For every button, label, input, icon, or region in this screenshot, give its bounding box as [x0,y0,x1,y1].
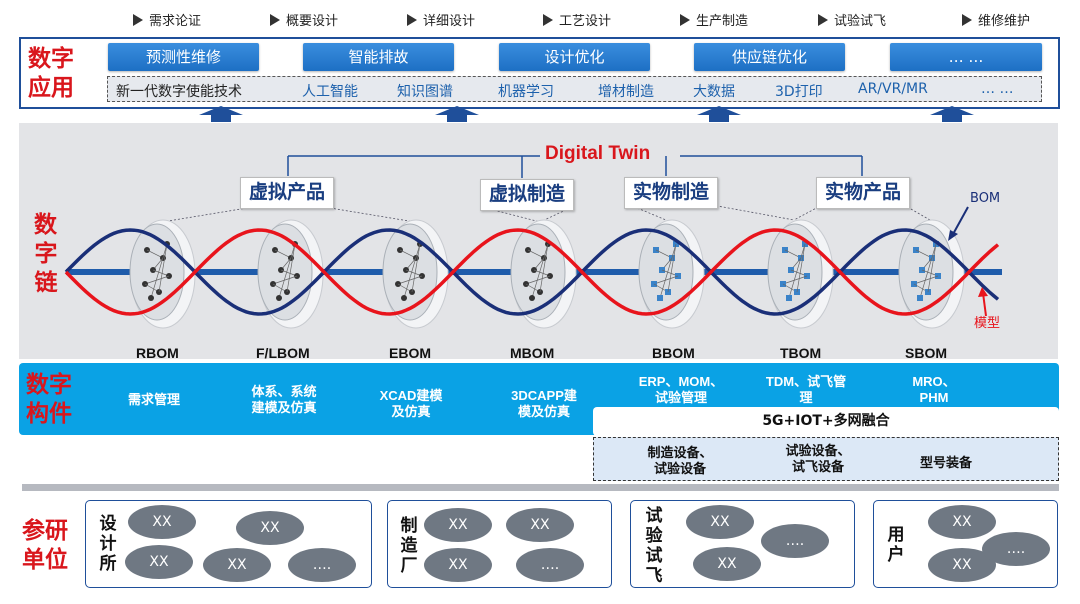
research-units-label: 参研 单位 [22,517,68,572]
up-arrow-icon [199,106,243,122]
tech-item: 3D打印 [775,84,823,100]
app-design-optimization[interactable]: 设计优化 [499,43,650,71]
model-pointer [982,292,987,317]
bom-label: SBOM [905,345,947,361]
triangle-icon [270,13,280,26]
bom-curve-label: BOM [970,191,1001,206]
bom-label: TBOM [780,345,822,361]
tech-item: 人工智能 [302,84,358,100]
unit-name: 设计所 [99,514,117,573]
bom-label: BBOM [652,345,695,361]
triangle-icon [818,13,828,26]
bom-disc [898,219,965,329]
unit-member: XX [506,508,574,542]
app-predictive-maintenance[interactable]: 预测性维修 [108,43,259,71]
component-item: 需求管理 [127,392,180,407]
unit-member: XX [424,508,492,542]
triangle-icon [680,13,690,26]
tag-virtual-product: 虚拟产品 [240,177,334,209]
component-item: ERP、MOM、试验管理 [638,374,724,405]
tag-virtual-manufacturing: 虚拟制造 [480,179,574,211]
stage-item: 维修维护 [962,10,1030,29]
up-arrow-icon [697,106,741,122]
app-more[interactable]: … … [890,43,1042,71]
equipment-item: 试验设备、试飞设备 [785,444,851,475]
equipment-row [593,437,1059,481]
unit-name: 试验试飞 [645,506,663,585]
unit-member: …. [982,532,1050,566]
bom-disc [382,219,449,329]
bom-label: F/LBOM [256,345,310,361]
model-wave [64,228,1000,316]
unit-member: XX [128,505,196,539]
equipment-item: 型号装备 [919,456,972,471]
tech-item: 增材制造 [598,84,654,100]
digital-chain-label: 数字 字 链 [34,211,58,295]
unit-member: XX [125,545,193,579]
unit-member: XX [203,548,271,582]
up-arrow-icon [435,106,479,122]
component-item: 体系、系统建模及仿真 [251,384,317,415]
unit-member: …. [761,524,829,558]
bom-disc [767,219,834,329]
tech-item: AR/VR/MR [858,81,928,97]
stage-item: 详细设计 [407,10,475,29]
unit-member: XX [693,547,761,581]
component-item: MRO、PHM [912,374,956,405]
network-fusion: 5G+IOT+多网融合 [593,407,1059,436]
tag-physical-manufacturing: 实物制造 [624,177,718,209]
unit-member: XX [928,505,996,539]
bom-label: MBOM [510,345,555,361]
tag-physical-product: 实物产品 [816,177,910,209]
unit-name: 制造厂 [400,516,418,575]
tech-intro: 新一代数字使能技术 [116,84,242,100]
app-smart-troubleshooting[interactable]: 智能排故 [303,43,454,71]
equipment-item: 制造设备、试验设备 [647,446,713,477]
component-item: TDM、试飞管理 [765,374,847,405]
tech-row [107,76,1042,102]
up-arrow-icon [930,106,974,122]
bom-label: RBOM [136,345,179,361]
bom-pointer [951,206,969,237]
stage-item: 需求论证 [133,10,201,29]
digital-apps-label: 数字 应用 [28,45,74,100]
unit-member: XX [424,548,492,582]
triangle-icon [543,13,553,26]
digital-twin-title: Digital Twin [545,143,651,164]
triangle-icon [962,13,972,26]
unit-member: XX [236,511,304,545]
tech-item: 知识图谱 [397,84,453,100]
triangle-icon [133,13,143,26]
app-supply-chain-optimization[interactable]: 供应链优化 [694,43,845,71]
stage-item: 试验试飞 [818,10,886,29]
component-item: 3DCAPP建模及仿真 [511,388,577,419]
tech-item: … … [981,81,1014,97]
tech-item: 机器学习 [498,84,554,100]
bom-disc [510,219,577,329]
bom-disc [638,219,705,329]
bom-pointer-head [948,230,958,241]
component-item: XCAD建模及仿真 [379,388,443,419]
stage-item: 生产制造 [680,10,748,29]
unit-factory [387,500,612,588]
unit-member: …. [288,548,356,582]
divider-bar [22,484,1059,491]
tech-item: 大数据 [693,84,735,100]
unit-member: …. [516,548,584,582]
twin-bracket [287,155,863,178]
unit-member: XX [686,505,754,539]
unit-name: 用户 [887,525,905,564]
triangle-icon [407,13,417,26]
bom-wave [64,228,1000,316]
stage-item: 工艺设计 [543,10,611,29]
model-pointer-head [978,287,988,297]
digital-components-label: 数字 构件 [26,371,72,426]
bom-label: EBOM [389,345,431,361]
model-curve-label: 模型 [974,316,1001,331]
stage-item: 概要设计 [270,10,338,29]
